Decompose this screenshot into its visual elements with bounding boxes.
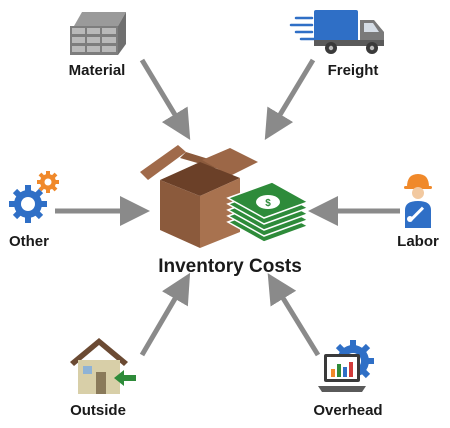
node-label-labor: Labor	[397, 233, 439, 250]
node-label-other: Other	[8, 233, 49, 250]
node-label-material: Material	[68, 62, 126, 79]
node-label-outside: Outside	[70, 402, 126, 419]
center-label: Inventory Costs	[158, 256, 302, 277]
node-label-freight: Freight	[327, 62, 379, 79]
node-label-overhead: Overhead	[313, 402, 383, 419]
arrow-overhead	[267, 273, 321, 357]
svg-text:$: $	[265, 198, 271, 209]
arrow-material	[139, 58, 191, 140]
arrow-outside	[139, 272, 191, 357]
arrow-freight	[264, 58, 316, 140]
